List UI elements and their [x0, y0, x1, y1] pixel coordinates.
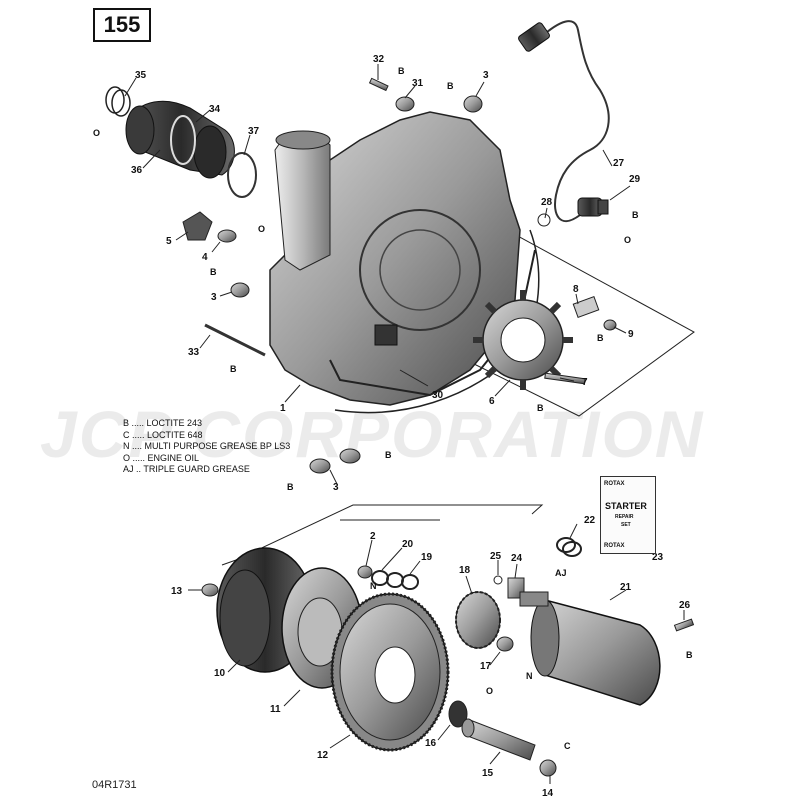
callout-6: 6: [489, 396, 495, 407]
callout-23: 23: [652, 552, 664, 563]
callout-7: 7: [582, 377, 588, 388]
callout-26: 26: [679, 600, 691, 611]
callout-3c: 3: [333, 482, 339, 493]
engine-housing-1: [269, 111, 540, 414]
callout-24: 24: [511, 553, 523, 564]
watermark: JCP CORPORATION: [40, 397, 705, 471]
callout-28: 28: [541, 197, 553, 208]
kit-line1: REPAIR: [615, 514, 634, 520]
starter-repair-kit: ROTAX STARTER REPAIR SET ROTAX: [600, 476, 656, 554]
legend-item: AJ .. TRIPLE GUARD GREASE: [123, 464, 250, 475]
callout-16: 16: [425, 738, 437, 749]
callout-3a: 3: [211, 292, 217, 303]
page-number-box: 155: [93, 8, 151, 42]
shaft-15: [461, 718, 536, 761]
code-o-4: O: [258, 224, 265, 234]
callout-27: 27: [613, 158, 625, 169]
ball-25: [493, 575, 503, 585]
kit-line2: SET: [621, 522, 631, 528]
callout-labels: 35 34 36 37 5 4 3 33 1 30 32 31 3 27 28 …: [131, 54, 691, 799]
code-n-17: N: [526, 671, 533, 681]
code-b-3a: B: [210, 267, 217, 277]
callout-8: 8: [573, 284, 579, 295]
code-c-15: C: [564, 741, 571, 751]
legend-item: C ..... LOCTITE 648: [123, 429, 203, 440]
code-o-sensor: O: [624, 235, 631, 245]
stator-6: [473, 290, 573, 390]
callout-14: 14: [542, 788, 554, 799]
kit-title: STARTER: [605, 501, 647, 511]
code-aj-24: AJ: [555, 568, 567, 578]
ring-gear-12: [330, 592, 450, 752]
callout-13: 13: [171, 586, 183, 597]
callout-37: 37: [248, 126, 260, 137]
code-b-7: B: [537, 403, 544, 413]
kit-brand-top: ROTAX: [604, 481, 625, 487]
code-b-9: B: [597, 333, 604, 343]
legend-item: N .... MULTI PURPOSE GREASE BP LS3: [123, 441, 291, 452]
callout-32: 32: [373, 54, 385, 65]
callout-35: 35: [135, 70, 147, 81]
callout-19: 19: [421, 552, 433, 563]
callout-22: 22: [584, 515, 596, 526]
callout-31: 31: [412, 78, 424, 89]
kit-brand-bottom: ROTAX: [604, 543, 625, 549]
code-n-2: N: [370, 581, 377, 591]
callout-34: 34: [209, 104, 221, 115]
callout-5: 5: [166, 236, 172, 247]
sensor-wire-27: [518, 20, 610, 223]
callout-12: 12: [317, 750, 329, 761]
callout-3b: 3: [483, 70, 489, 81]
callout-10: 10: [214, 668, 226, 679]
legend-item: O ..... ENGINE OIL: [123, 452, 200, 463]
callout-36: 36: [131, 165, 143, 176]
callout-25: 25: [490, 551, 502, 562]
small-fasteners: [182, 77, 695, 777]
code-b-3c: B: [385, 450, 392, 460]
clamp-37: [227, 152, 257, 198]
callout-18: 18: [459, 565, 471, 576]
product-code-markers: O B B O B B B O B B B B N AJ O N C B: [93, 66, 693, 751]
callout-29: 29: [629, 174, 641, 185]
hose-34-36: [105, 86, 235, 179]
callout-17: 17: [480, 661, 492, 672]
callout-20: 20: [402, 539, 414, 550]
callout-21: 21: [620, 582, 632, 593]
callout-11: 11: [270, 704, 281, 715]
code-o-16: O: [486, 686, 493, 696]
callout-1: 1: [280, 403, 286, 414]
code-b-26: B: [686, 650, 693, 660]
code-b-29: B: [632, 210, 639, 220]
callout-30: 30: [432, 390, 444, 401]
starter-motor-21: [519, 591, 661, 706]
callout-2: 2: [370, 531, 376, 542]
callout-15: 15: [482, 768, 494, 779]
idler-gear-18: [455, 591, 501, 649]
code-o-35: O: [93, 128, 100, 138]
code-b-3: B: [447, 81, 454, 91]
callout-33: 33: [188, 347, 200, 358]
code-b-33: B: [230, 364, 237, 374]
document-number: 04R1731: [92, 779, 137, 791]
legend-item: B ..... LOCTITE 243: [123, 418, 203, 428]
code-b-3d: B: [287, 482, 294, 492]
code-b-32: B: [398, 66, 405, 76]
callout-9: 9: [628, 329, 634, 340]
callout-4: 4: [202, 252, 208, 263]
legend: B ..... LOCTITE 243 C ..... LOCTITE 648 …: [123, 418, 290, 476]
